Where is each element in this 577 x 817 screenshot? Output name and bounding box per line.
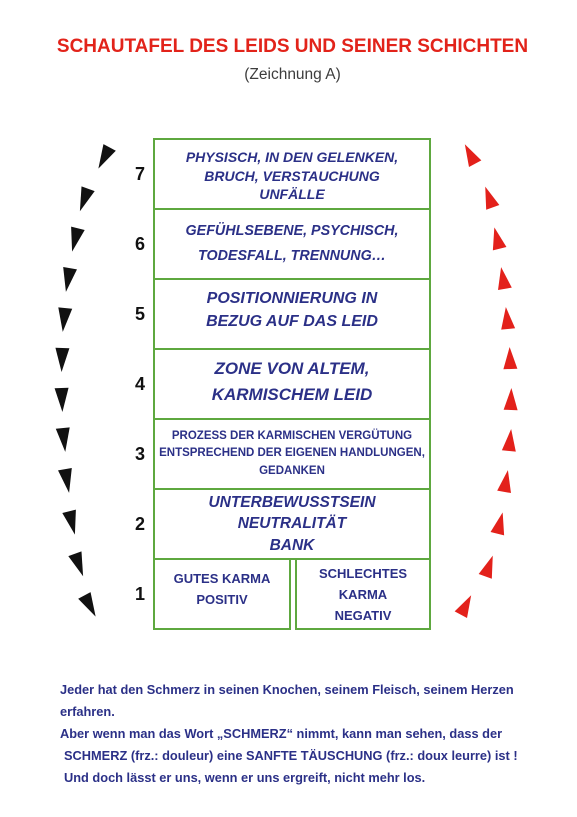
footer-line: Aber wenn man das Wort „SCHMERZ“ nimmt, …: [60, 726, 503, 741]
layer-1-row: 1 GUTES KARMA POSITIV SCHLECHTES KARMA N…: [135, 558, 431, 630]
layer-text-line: BEZUG AUF DAS LEID: [206, 313, 378, 330]
arrowhead-down-icon: [63, 266, 77, 292]
arrowhead-down-icon: [79, 186, 95, 212]
arrowhead-up-icon: [503, 347, 518, 370]
layer-4-box: 4 ZONE VON ALTEM, KARMISCHEM LEID: [135, 348, 431, 420]
good-karma-box: GUTES KARMA POSITIV: [153, 558, 291, 630]
layer-text-line: PHYSISCH, IN DEN GELENKEN,: [185, 149, 399, 166]
footer-line: SCHMERZ (frz.: douleur) eine SANFTE TÄUS…: [64, 748, 518, 763]
layer-text-line: TODESFALL, TRENNUNG…: [198, 248, 386, 264]
layer-text-line: POSITIV: [196, 592, 248, 607]
layer-text-line: BANK: [269, 536, 315, 554]
arrowhead-up-icon: [485, 186, 500, 210]
page-title: SCHAUTAFEL DES LEIDS UND SEINER SCHICHTE…: [56, 36, 529, 57]
layer-number: 1: [134, 584, 145, 604]
layer-number: 6: [134, 234, 145, 254]
arrowhead-down-icon: [78, 592, 96, 617]
footer-text: Jeder hat den Schmerz in seinen Knochen,…: [60, 679, 560, 789]
arrowhead-up-icon: [497, 470, 511, 494]
arrowhead-up-icon: [454, 595, 472, 618]
footer-line: Jeder hat den Schmerz in seinen Knochen,…: [60, 682, 514, 697]
layer-text-line: GEFÜHLSEBENE, PSYCHISCH,: [185, 223, 399, 239]
layer-3-box: 3 PROZESS DER KARMISCHEN VERGÜTUNG ENTSP…: [135, 418, 431, 490]
footer-line: Und doch lässt er uns, wenn er uns ergre…: [64, 770, 426, 785]
layer-7-box: 7 PHYSISCH, IN DEN GELENKEN, BRUCH, VERS…: [135, 138, 431, 210]
layer-text-line: NEGATIV: [334, 607, 392, 623]
arrowhead-down-icon: [62, 509, 76, 535]
arrowhead-down-icon: [68, 551, 84, 577]
layer-6-box: 6 GEFÜHLSEBENE, PSYCHISCH, TODESFALL, TR…: [135, 208, 431, 280]
arrowhead-down-icon: [58, 307, 73, 332]
layer-text-line: GUTES KARMA: [173, 571, 271, 586]
arrowhead-up-icon: [492, 227, 507, 251]
layer-text-line: PROZESS DER KARMISCHEN VERGÜTUNG: [171, 429, 413, 442]
arrowhead-down-icon: [54, 387, 69, 412]
layer-text-line: SCHLECHTES: [318, 565, 408, 581]
arrowhead-down-icon: [55, 347, 70, 372]
layer-text-line: KARMISCHEM LEID: [211, 385, 373, 404]
layer-2-box: 2 UNTERBEWUSSTSEIN NEUTRALITÄT BANK: [135, 488, 431, 560]
arrowhead-up-icon: [501, 307, 516, 330]
layer-text-line: ZONE VON ALTEM,: [214, 359, 370, 378]
arrowhead-up-icon: [501, 429, 516, 452]
arrowhead-down-icon: [98, 144, 116, 169]
bad-karma-box: SCHLECHTES KARMA NEGATIV: [295, 558, 431, 630]
layer-number: 3: [134, 444, 145, 464]
layer-number: 4: [134, 374, 145, 394]
layer-text-line: UNFÄLLE: [259, 186, 325, 203]
arrowhead-down-icon: [55, 427, 70, 452]
layer-number: 2: [134, 514, 145, 534]
layer-number: 5: [134, 304, 145, 324]
layer-text-line: NEUTRALITÄT: [237, 515, 347, 533]
page-subtitle: (Zeichnung A): [244, 66, 341, 83]
footer-line: erfahren.: [60, 704, 115, 719]
layer-text-line: GEDANKEN: [259, 464, 325, 477]
arrowhead-up-icon: [503, 388, 518, 411]
layer-text-line: BRUCH, VERSTAUCHUNG: [204, 167, 380, 184]
arrowhead-up-icon: [478, 555, 493, 579]
layer-5-box: 5 POSITIONNIERUNG IN BEZUG AUF DAS LEID: [135, 278, 431, 350]
layer-text-line: KARMA: [338, 586, 388, 602]
layer-number: 7: [134, 164, 145, 184]
arrowhead-up-icon: [498, 267, 512, 291]
arrowhead-down-icon: [71, 226, 85, 252]
layer-text-line: POSITIONNIERUNG IN: [206, 290, 378, 307]
arrowhead-up-icon: [490, 512, 505, 536]
arrowhead-up-icon: [464, 144, 482, 167]
layer-text-line: ENTSPRECHEND DER EIGENEN HANDLUNGEN,: [159, 447, 425, 460]
layer-text-line: UNTERBEWUSSTSEIN: [208, 493, 376, 511]
arrowhead-down-icon: [58, 467, 72, 493]
